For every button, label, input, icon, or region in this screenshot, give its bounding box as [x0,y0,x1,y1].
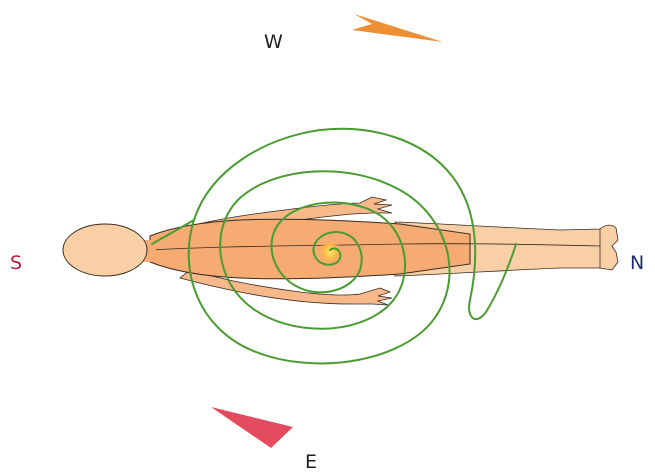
feet [600,225,618,270]
torso [150,219,470,279]
south-label: S [10,254,23,273]
west-arrow-icon [352,14,443,42]
north-label: N [630,254,645,273]
west-label: W [264,33,283,52]
head [63,224,147,276]
east-arrow-icon [211,407,293,448]
east-label: E [305,453,318,472]
